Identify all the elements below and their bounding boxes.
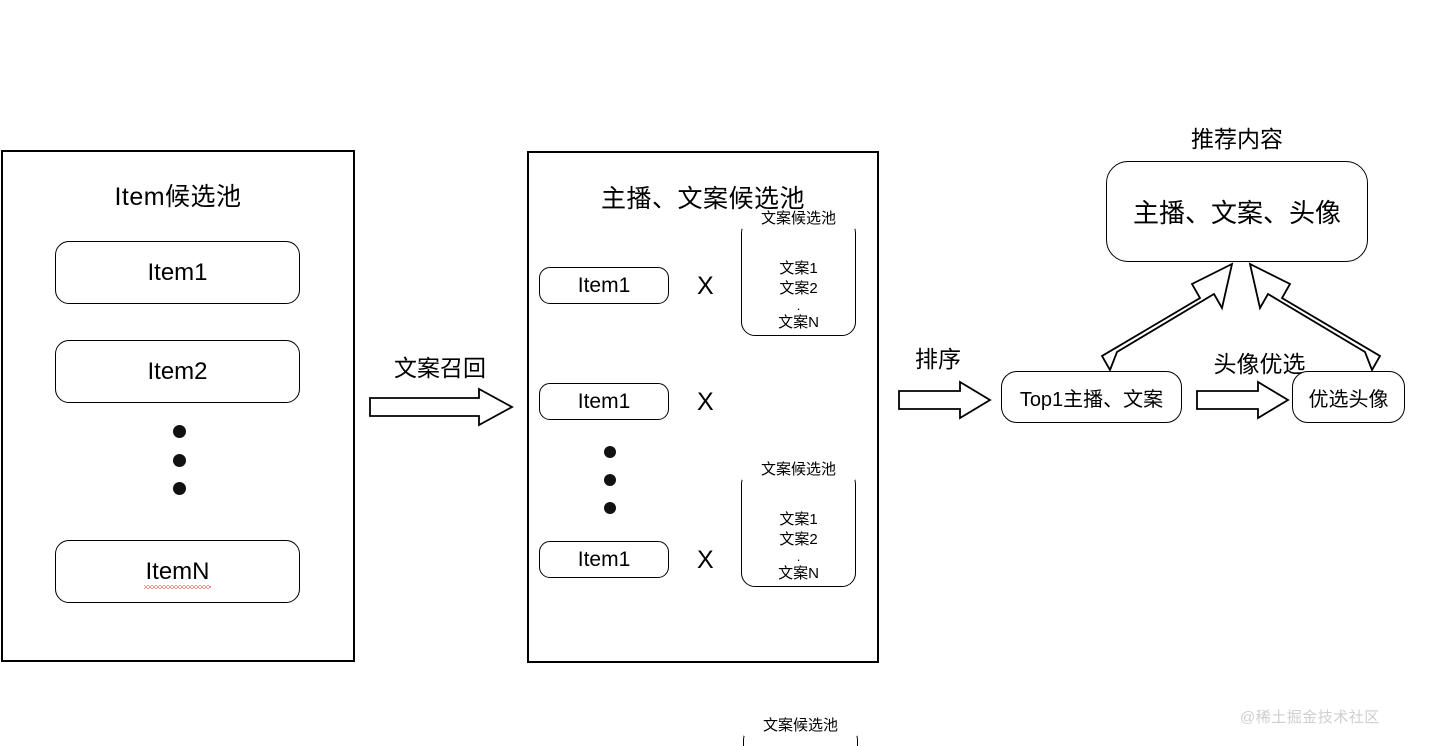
ellipsis-dot xyxy=(172,453,186,467)
host-row-3-copy-pool: 文案候选池 文案1 文案2 . 文案N xyxy=(743,716,858,746)
step-avatar-select-arrow-icon xyxy=(1196,380,1290,420)
ellipsis-dot xyxy=(172,425,186,438)
copy-entry: 文案2 xyxy=(779,531,818,548)
item-chip-n[interactable]: ItemN xyxy=(55,540,300,603)
recommended-content-box[interactable]: 主播、文案、头像 xyxy=(1106,161,1368,262)
item-chip-2-label: Item2 xyxy=(147,357,208,385)
recommended-content-caption: 推荐内容 xyxy=(1191,126,1283,152)
copy-entry-ellipsis: . xyxy=(796,549,801,564)
copy-entry: 文案N xyxy=(778,565,819,582)
optimal-avatar-label: 优选头像 xyxy=(1308,388,1389,411)
step-rank-label: 排序 xyxy=(915,346,961,372)
host-row-3-copy-pool-title: 文案候选池 xyxy=(744,716,857,736)
arrow-avatar-to-result-icon xyxy=(1248,262,1382,373)
item-candidate-pool-title: Item候选池 xyxy=(114,183,242,211)
top1-host-copy-label: Top1主播、文案 xyxy=(1019,388,1164,411)
ellipsis-dot xyxy=(172,482,186,495)
host-row-1-copy-pool-title: 文案候选池 xyxy=(742,209,855,229)
host-row-3-item-chip[interactable]: Item1 xyxy=(539,541,669,578)
top1-host-copy-box[interactable]: Top1主播、文案 xyxy=(1001,371,1182,423)
recommended-content-label: 主播、文案、头像 xyxy=(1132,198,1341,228)
step-rank-arrow-icon xyxy=(898,380,992,420)
item-chip-2[interactable]: Item2 xyxy=(55,340,300,403)
host-row-2-copy-pool: 文案候选池 文案1 文案2 . 文案N xyxy=(741,460,856,587)
host-row-1-item-chip[interactable]: Item1 xyxy=(539,267,669,304)
host-row-2-copy-list: 文案1 文案2 . 文案N xyxy=(742,510,855,584)
copy-entry: 文案2 xyxy=(779,280,818,297)
step-recall-arrow-icon xyxy=(369,387,514,427)
host-row-1-copy-pool: 文案候选池 文案1 文案2 . 文案N xyxy=(741,209,856,336)
item-chip-1[interactable]: Item1 xyxy=(55,241,300,304)
host-copy-candidate-pool-title: 主播、文案候选池 xyxy=(600,185,805,213)
host-row-1-copy-list: 文案1 文案2 . 文案N xyxy=(742,259,855,333)
host-row-3-operator: X xyxy=(697,546,714,574)
host-pool-ellipsis xyxy=(603,446,616,514)
copy-entry: 文案1 xyxy=(779,511,818,528)
host-row-2-item-label: Item1 xyxy=(577,389,631,413)
item-chip-n-label: ItemN xyxy=(144,557,211,589)
copy-entry: 文案1 xyxy=(779,260,818,277)
arrow-top1-to-result-icon xyxy=(1100,262,1234,373)
item-pool-ellipsis xyxy=(172,425,186,495)
optimal-avatar-box[interactable]: 优选头像 xyxy=(1292,371,1405,423)
item-chip-1-label: Item1 xyxy=(147,258,208,286)
step-recall-label: 文案召回 xyxy=(394,355,486,381)
host-row-2-copy-pool-title: 文案候选池 xyxy=(742,460,855,480)
host-row-1-item-label: Item1 xyxy=(577,273,631,297)
host-row-2-item-chip[interactable]: Item1 xyxy=(539,383,669,420)
copy-entry: 文案N xyxy=(778,314,819,331)
copy-entry-ellipsis: . xyxy=(796,298,801,313)
host-row-1-operator: X xyxy=(697,272,714,300)
host-row-3-item-label: Item1 xyxy=(577,547,631,571)
ellipsis-dot xyxy=(603,502,616,514)
host-row-2-operator: X xyxy=(697,388,714,416)
ellipsis-dot xyxy=(603,446,616,458)
watermark: @稀土掘金技术社区 xyxy=(1240,709,1380,726)
ellipsis-dot xyxy=(603,474,616,486)
step-avatar-select-label: 头像优选 xyxy=(1213,351,1306,377)
